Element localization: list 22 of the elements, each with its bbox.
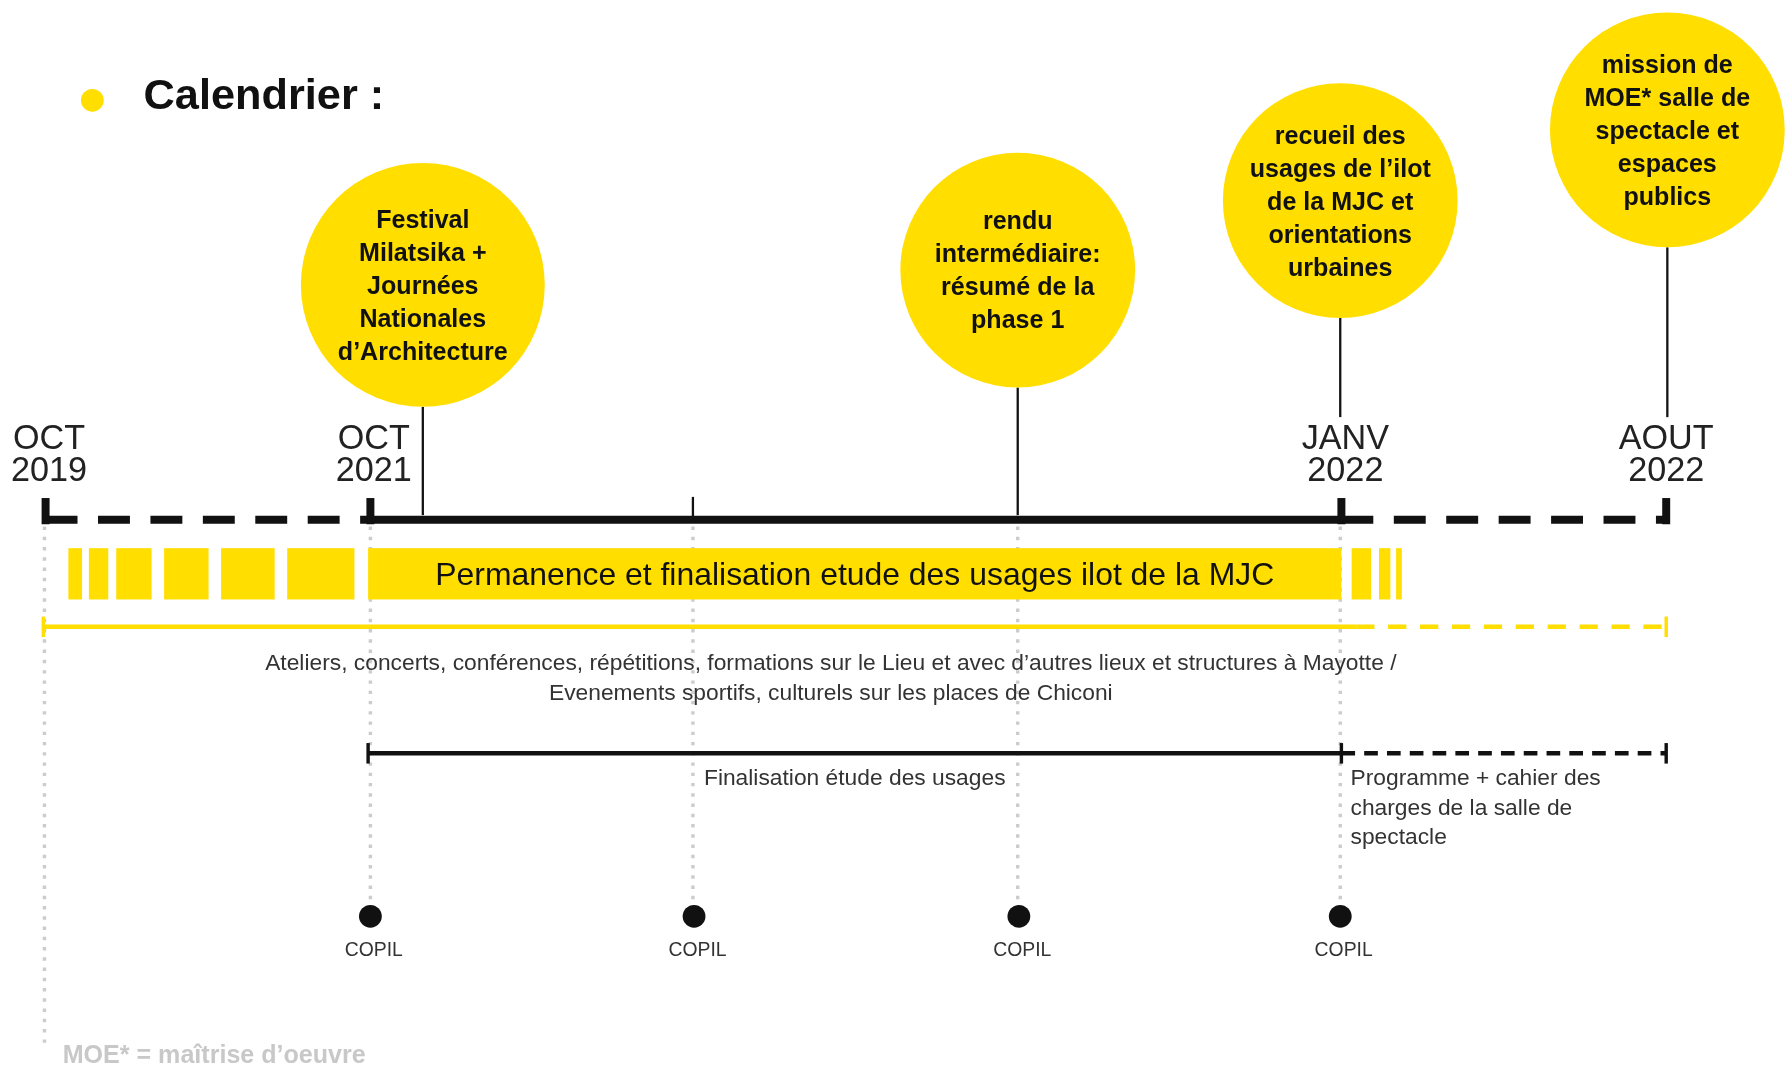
date-label: OCT 2021 bbox=[334, 421, 413, 486]
leader-line bbox=[1339, 317, 1342, 418]
circle-text: mission de MOE* salle de spectacle et espaces publics bbox=[1583, 48, 1752, 213]
leader-line bbox=[421, 406, 424, 516]
period-label: Programme + cahier des charges de la salle de spectacle bbox=[1350, 763, 1602, 852]
copil-label: COPIL bbox=[992, 939, 1053, 962]
copil-label: COPIL bbox=[667, 939, 728, 962]
bar-label: Permanence et finalisation etude des usages ilot de la MJC bbox=[435, 555, 1275, 593]
copil-label: COPIL bbox=[1313, 939, 1374, 962]
copil-label: COPIL bbox=[343, 939, 404, 962]
circle-text: Festival Milatsika + Journées Nationales d’Architecture bbox=[336, 203, 509, 368]
title: Calendrier : bbox=[143, 70, 385, 120]
activity-description: Ateliers, concerts, conférences, répétitions, formations sur le Lieu et avec d’autres lieux et structures à Mayotte / Evenements sportifs, culturels sur les places de Chiconi bbox=[264, 648, 1398, 707]
circle-text: recueil des usages de l’ilot de la MJC et orientations urbaines bbox=[1248, 119, 1432, 283]
activity-bar bbox=[368, 548, 1342, 600]
leader-line bbox=[1016, 387, 1019, 516]
period-label: Finalisation étude des usages bbox=[702, 763, 1007, 792]
circle-text: rendu intermédiaire: résumé de la phase 1 bbox=[933, 205, 1102, 336]
date-label: OCT 2019 bbox=[9, 421, 89, 486]
leader-line bbox=[1666, 247, 1669, 418]
date-label: AOUT 2022 bbox=[1618, 418, 1714, 488]
date-label: JANV 2022 bbox=[1301, 418, 1390, 488]
